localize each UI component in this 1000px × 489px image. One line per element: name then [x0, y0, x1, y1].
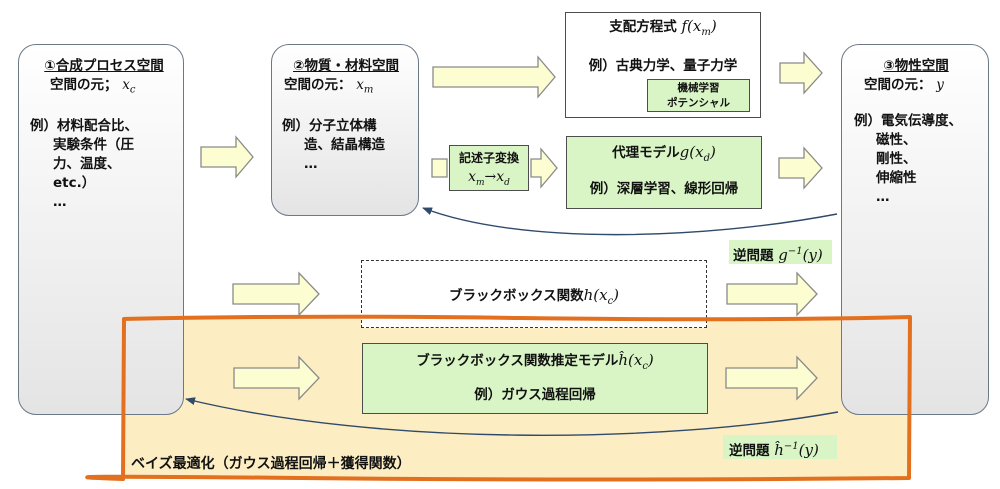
fat-arrow-surrogate-to-property [778, 146, 823, 190]
fat-arrow-governing-to-property [779, 51, 823, 95]
fat-arrow-material-to-governing [432, 55, 556, 99]
governing-equation-title: 支配方程式 f(xm) [565, 17, 761, 42]
material-example-line: 例）分子立体構 [282, 117, 377, 134]
synthesis-space-element: 空間の元； xc [28, 76, 180, 100]
ml-potential-box: 機械学習 ポテンシャル [647, 79, 750, 112]
fat-arrow-synthesis-to-material [200, 135, 254, 179]
inverse-problem-label-2: 逆問題 ĥ−1(y) [723, 435, 837, 459]
fat-arrow-synthesis-to-blackbox [232, 271, 320, 317]
synthesis-example-line: … [53, 193, 67, 210]
inverse1-text: 逆問題 [733, 248, 774, 264]
inverse-problem-label-1: 逆問題 g−1(y) [729, 240, 832, 264]
property-element-symbol: y [936, 77, 944, 93]
inverse-curve-property-to-material [422, 207, 838, 236]
synthesis-example-line: 例）材料配合比、 [30, 117, 138, 134]
material-space-box [271, 44, 419, 216]
fat-arrow-descriptor-to-surrogate [530, 147, 558, 189]
material-example-line: … [304, 155, 318, 172]
synthesis-space-title: ①合成プロセス空間 [44, 58, 164, 74]
property-space-text: ③物性空間 空間の元： y 例）電気伝導度、 磁性、 剛性、 伸縮性 … [846, 57, 986, 207]
blackbox-formula: h(xc) [583, 286, 620, 307]
property-space-title: ③物性空間 [883, 58, 949, 74]
inverse2-text: 逆問題 [729, 443, 770, 459]
property-example-line: 剛性、 [876, 151, 917, 167]
surrogate-formula: g(xd) [679, 143, 716, 164]
bayes-optimization-label: ベイズ最適化（ガウス過程回帰＋獲得関数） [131, 456, 411, 472]
property-example-line: 磁性、 [876, 132, 917, 148]
ml-potential-line: ポテンシャル [667, 97, 730, 109]
inverse1-formula: g−1(y) [778, 246, 823, 264]
synthesis-example-line: 実験条件（圧 [53, 136, 134, 153]
property-element-label: 空間の元： [864, 77, 932, 93]
property-example-line: 例）電気伝導度、 [854, 113, 962, 129]
governing-example: 例）古典力学、量子力学 [588, 58, 738, 74]
surrogate-model-title: 代理モデルg(xd) [566, 143, 762, 168]
descriptor-title: 記述子変換 [458, 151, 519, 165]
estimation-label-text: ブラックボックス関数推定モデル [416, 353, 619, 369]
material-element-label: 空間の元： [284, 77, 352, 93]
synthesis-element-symbol: xc [122, 77, 136, 96]
ml-potential-line: 機械学習 [677, 82, 720, 94]
material-space-element: 空間の元： xm [276, 76, 416, 100]
descriptor-formula: xm→xd [468, 169, 510, 188]
material-space-title: ②物質・材料空間 [293, 58, 399, 74]
blackbox-function-label: ブラックボックス関数h(xc) [361, 286, 707, 311]
synthesis-example-line: 力、温度、 [53, 155, 121, 172]
governing-title-text: 支配方程式 [609, 19, 677, 35]
surrogate-example: 例）深層学習、線形回帰 [589, 181, 739, 197]
estimation-formula: ĥ(xc) [618, 351, 654, 372]
fat-arrow-blackbox-to-property [726, 271, 818, 317]
property-example-line: … [876, 189, 890, 205]
surrogate-title-text: 代理モデル [612, 145, 680, 161]
synthesis-element-label: 空間の元； [50, 77, 118, 93]
fat-arrow-material-to-descriptor [431, 158, 448, 178]
synthesis-example-line: etc.） [53, 174, 96, 191]
blackbox-label-text: ブラックボックス関数 [448, 288, 584, 304]
material-space-text: ②物質・材料空間 空間の元： xm 例）分子立体構 造、結晶構造 … [276, 57, 416, 174]
material-element-symbol: xm [356, 77, 374, 96]
inverse2-formula: ĥ−1(y) [774, 441, 819, 459]
property-space-element: 空間の元： y [846, 76, 986, 95]
synthesis-space-text: ①合成プロセス空間 空間の元； xc 例）材料配合比、 実験条件（圧 力、温度、… [28, 57, 180, 212]
estimation-model-title: ブラックボックス関数推定モデルĥ(xc) [362, 351, 708, 376]
descriptor-transform-box: 記述子変換 xm→xd [449, 145, 529, 191]
governing-formula: f(xm) [681, 17, 717, 38]
property-example-line: 伸縮性 [876, 170, 917, 186]
estimation-example: 例）ガウス過程回帰 [474, 387, 596, 403]
material-example-line: 造、結晶構造 [304, 136, 385, 153]
